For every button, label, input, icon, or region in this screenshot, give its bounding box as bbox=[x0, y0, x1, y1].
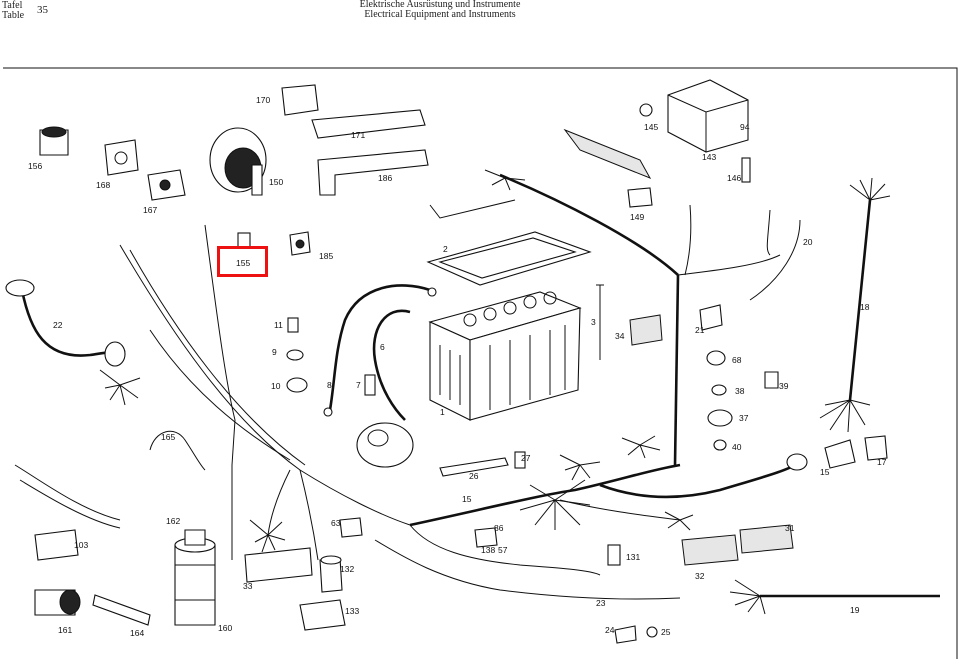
small-parts-middle bbox=[149, 231, 526, 477]
callout-19: 19 bbox=[850, 605, 860, 615]
callout-3: 3 bbox=[591, 317, 596, 327]
callout-27: 27 bbox=[521, 453, 531, 463]
battery-assembly bbox=[426, 231, 604, 421]
callout-15-right: 15 bbox=[820, 467, 830, 477]
callout-149: 149 bbox=[630, 212, 644, 222]
callout-2: 2 bbox=[443, 244, 448, 254]
callout-165: 165 bbox=[161, 432, 175, 442]
callout-171: 171 bbox=[351, 130, 365, 140]
horn bbox=[209, 127, 267, 196]
callout-94: 94 bbox=[740, 122, 750, 132]
callout-9: 9 bbox=[272, 347, 277, 357]
frame-border bbox=[3, 67, 958, 659]
callout-150: 150 bbox=[269, 177, 283, 187]
small-parts-right bbox=[563, 128, 888, 644]
callout-103: 103 bbox=[74, 540, 88, 550]
callout-21: 21 bbox=[695, 325, 705, 335]
callout-6: 6 bbox=[380, 342, 385, 352]
tafel-label: Tafel bbox=[2, 0, 23, 11]
callout-33: 33 bbox=[243, 581, 253, 591]
callout-131: 131 bbox=[626, 552, 640, 562]
highlight-box-155 bbox=[217, 246, 268, 277]
callout-86: 86 bbox=[494, 523, 504, 533]
callout-155: 155 bbox=[236, 258, 250, 268]
callout-63: 63 bbox=[331, 518, 341, 528]
plate-number: 35 bbox=[37, 4, 48, 16]
table-label: Table bbox=[2, 10, 25, 21]
callout-57: 57 bbox=[498, 545, 508, 555]
callout-132: 132 bbox=[340, 564, 354, 574]
callout-160: 160 bbox=[218, 623, 232, 633]
callout-170: 170 bbox=[256, 95, 270, 105]
callout-1: 1 bbox=[440, 407, 445, 417]
callout-167: 167 bbox=[143, 205, 157, 215]
callout-68: 68 bbox=[732, 355, 742, 365]
callout-18: 18 bbox=[860, 302, 870, 312]
callout-39: 39 bbox=[779, 381, 789, 391]
callout-164: 164 bbox=[130, 628, 144, 638]
page-title: Elektrische Ausrüstung und Instrumente E… bbox=[290, 0, 590, 20]
small-parts-lower-left bbox=[14, 464, 498, 631]
main-wiring-harness bbox=[119, 173, 940, 600]
callout-37: 37 bbox=[739, 413, 749, 423]
callout-138: 138 bbox=[481, 545, 495, 555]
callout-22: 22 bbox=[53, 320, 63, 330]
callout-8: 8 bbox=[327, 380, 332, 390]
callout-133: 133 bbox=[345, 606, 359, 616]
callout-10: 10 bbox=[271, 381, 281, 391]
callout-24: 24 bbox=[605, 625, 615, 635]
light-connector-22 bbox=[5, 279, 126, 367]
callout-34: 34 bbox=[615, 331, 625, 341]
callout-17: 17 bbox=[877, 457, 887, 467]
wire-fan-ends bbox=[99, 169, 891, 615]
ignition-coil bbox=[174, 529, 216, 626]
callout-40: 40 bbox=[732, 442, 742, 452]
title-english: Electrical Equipment and Instruments bbox=[364, 9, 516, 20]
callout-156: 156 bbox=[28, 161, 42, 171]
starter-motor bbox=[356, 422, 414, 468]
callout-168: 168 bbox=[96, 180, 110, 190]
battery-cables bbox=[323, 284, 437, 421]
callout-26: 26 bbox=[469, 471, 479, 481]
title-german: Elektrische Ausrüstung und Instrumente bbox=[359, 0, 521, 10]
callout-25: 25 bbox=[661, 627, 671, 637]
callout-185: 185 bbox=[319, 251, 333, 261]
callout-15-harness: 15 bbox=[462, 494, 472, 504]
callout-31: 31 bbox=[785, 523, 795, 533]
callout-145: 145 bbox=[644, 122, 658, 132]
callout-38: 38 bbox=[735, 386, 745, 396]
callout-186: 186 bbox=[378, 173, 392, 183]
callout-143: 143 bbox=[702, 152, 716, 162]
callout-162: 162 bbox=[166, 516, 180, 526]
voltage-regulator bbox=[639, 79, 749, 153]
callout-32: 32 bbox=[695, 571, 705, 581]
callout-7: 7 bbox=[356, 380, 361, 390]
callout-161: 161 bbox=[58, 625, 72, 635]
table-label-block: Tafel Table bbox=[2, 1, 62, 21]
callout-146: 146 bbox=[727, 173, 741, 183]
part-number-labels: 170 171 145 94 143 146 156 168 167 150 1… bbox=[28, 95, 887, 638]
callout-20: 20 bbox=[803, 237, 813, 247]
callout-23: 23 bbox=[596, 598, 606, 608]
small-parts-upper-left bbox=[39, 84, 429, 201]
callout-11: 11 bbox=[274, 320, 283, 330]
